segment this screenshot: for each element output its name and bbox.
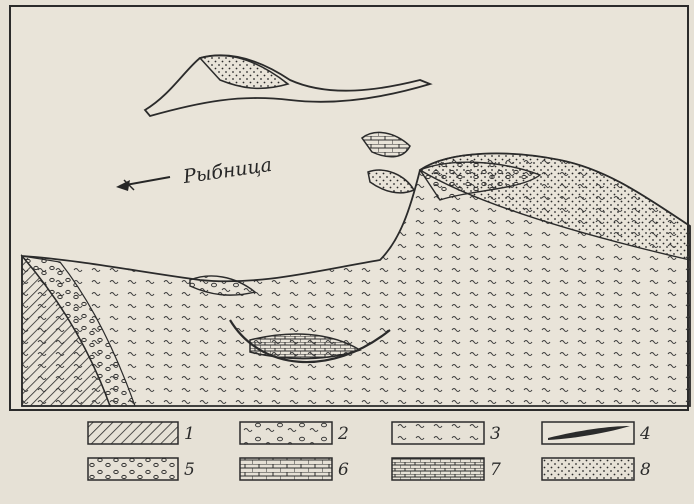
legend-swatch-5 [88, 458, 178, 480]
legend-number-4: 4 [640, 424, 651, 444]
legend-number-8: 8 [640, 460, 651, 480]
legend-swatch-7 [392, 458, 484, 480]
legend [88, 422, 634, 480]
legend-number-5: 5 [184, 460, 195, 480]
legend-swatch-8 [542, 458, 634, 480]
legend-number-3: 3 [490, 424, 501, 444]
legend-swatch-1 [88, 422, 178, 444]
legend-number-7: 7 [490, 460, 501, 480]
legend-swatch-6 [240, 458, 332, 480]
legend-number-2: 2 [338, 424, 349, 444]
legend-number-6: 6 [338, 460, 349, 480]
legend-number-1: 1 [184, 424, 195, 444]
legend-swatch-2 [240, 422, 332, 444]
legend-swatch-3 [392, 422, 484, 444]
